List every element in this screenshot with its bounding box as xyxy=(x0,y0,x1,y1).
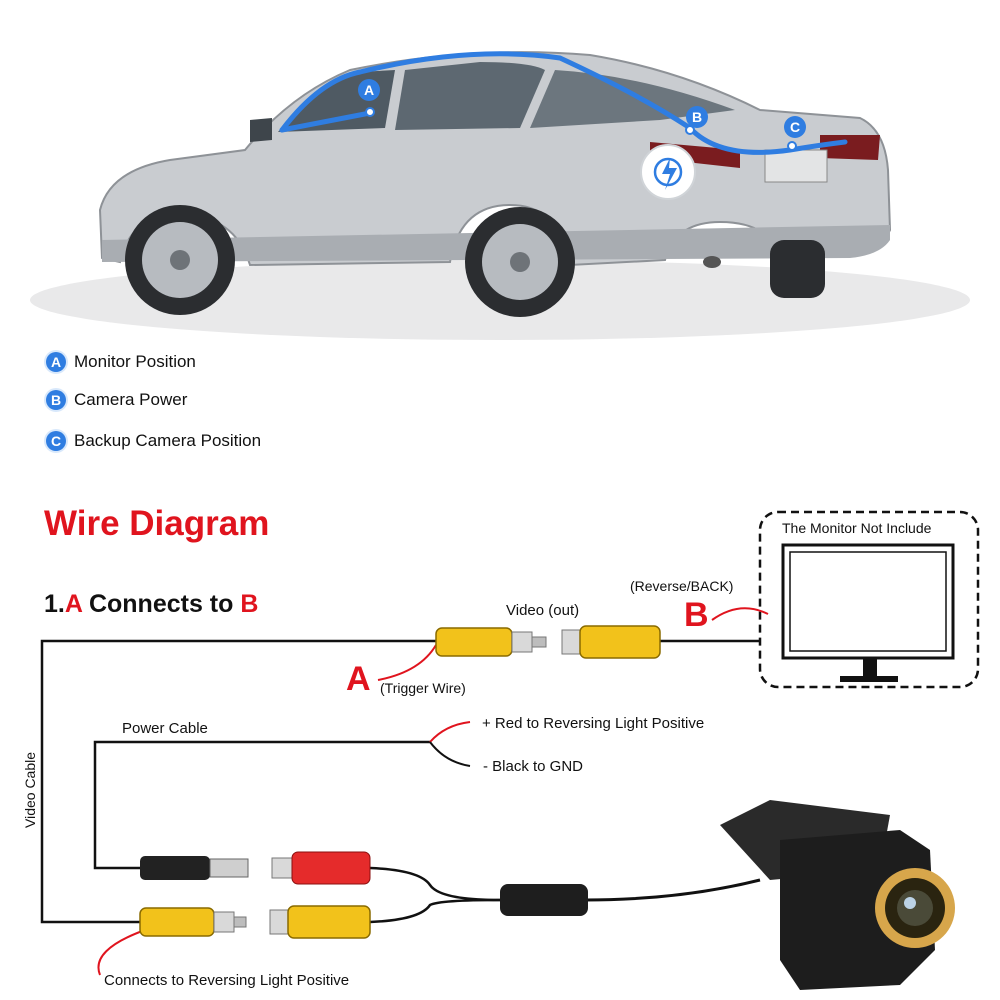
legend-label: Camera Power xyxy=(74,390,188,409)
step-from: A xyxy=(64,590,82,618)
legend-item-monitor-position: A Monitor Position xyxy=(46,352,196,372)
power-cable-line xyxy=(93,740,430,870)
inline-filter xyxy=(500,884,588,916)
black-dc-plug xyxy=(140,856,249,880)
power-cable-label: Power Cable xyxy=(122,720,208,737)
red-dc-socket xyxy=(271,851,371,885)
letter-b: B xyxy=(684,596,709,634)
reverse-back-label: (Reverse/BACK) xyxy=(630,578,734,594)
yellow-rca-female-connector-bottom xyxy=(269,905,371,939)
red-wire-label: + Red to Reversing Light Positive xyxy=(482,715,705,732)
yellow-rca-female-connector xyxy=(561,625,661,659)
video-out-label: Video (out) xyxy=(506,602,580,619)
black-wire-label: - Black to GND xyxy=(483,758,584,775)
video-cable-label: Video Cable xyxy=(22,751,38,828)
trigger-wire-label: (Trigger Wire) xyxy=(380,680,466,696)
marker-b: B xyxy=(686,106,708,128)
monitor-illustration xyxy=(781,543,955,682)
reversing-light-label: Connects to Reversing Light Positive xyxy=(104,972,350,989)
video-cable-line xyxy=(40,639,436,924)
yellow-rca-male-connector xyxy=(435,627,547,657)
legend-badge-b: B xyxy=(46,390,66,410)
diagram-title: Wire Diagram xyxy=(44,504,270,543)
step-heading: 1.A Connects to B xyxy=(44,590,258,619)
letter-a: A xyxy=(346,660,371,698)
step-to: B xyxy=(240,590,259,618)
backup-camera xyxy=(720,800,955,990)
legend-badge-a: A xyxy=(46,352,66,372)
legend-badge-c: C xyxy=(46,431,66,451)
legend-item-backup-camera-position: C Backup Camera Position xyxy=(46,431,261,451)
legend-label: Backup Camera Position xyxy=(74,431,262,450)
car-wire-route xyxy=(279,51,848,155)
step-prefix: 1. xyxy=(44,590,65,618)
marker-c: C xyxy=(784,116,806,138)
power-icon xyxy=(640,144,696,200)
step-middle: Connects to xyxy=(82,590,241,618)
monitor-not-include-label: The Monitor Not Include xyxy=(782,520,932,536)
legend-label: Monitor Position xyxy=(74,352,196,371)
car-illustration xyxy=(30,51,970,340)
legend-item-camera-power: B Camera Power xyxy=(46,390,187,410)
monitor-dashed-box xyxy=(758,510,980,689)
marker-a: A xyxy=(358,79,380,101)
yellow-rca-male-connector-bottom xyxy=(139,907,247,937)
